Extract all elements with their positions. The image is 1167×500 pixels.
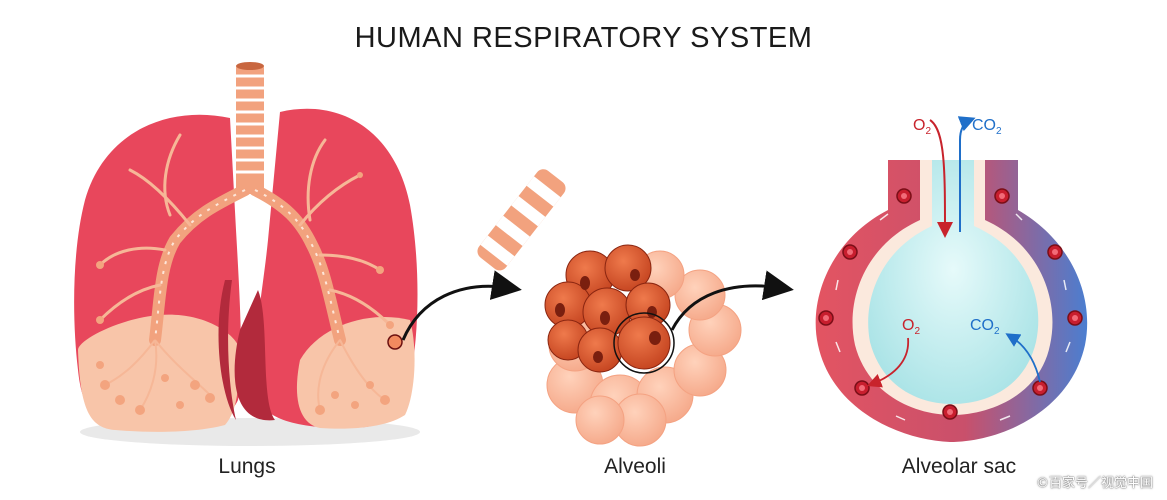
alveoli-illustration xyxy=(474,166,741,446)
lungs-illustration xyxy=(74,62,420,446)
caption-alveoli: Alveoli xyxy=(525,455,745,479)
watermark: ©百家号／视觉中国 xyxy=(1036,472,1153,491)
caption-lungs: Lungs xyxy=(137,455,357,479)
co2-label-top: CO2 xyxy=(972,117,1002,137)
arrow-lungs-to-alveoli xyxy=(403,286,510,340)
o2-label-top: O2 xyxy=(913,117,931,137)
alveolar-sac-illustration xyxy=(816,120,1087,442)
